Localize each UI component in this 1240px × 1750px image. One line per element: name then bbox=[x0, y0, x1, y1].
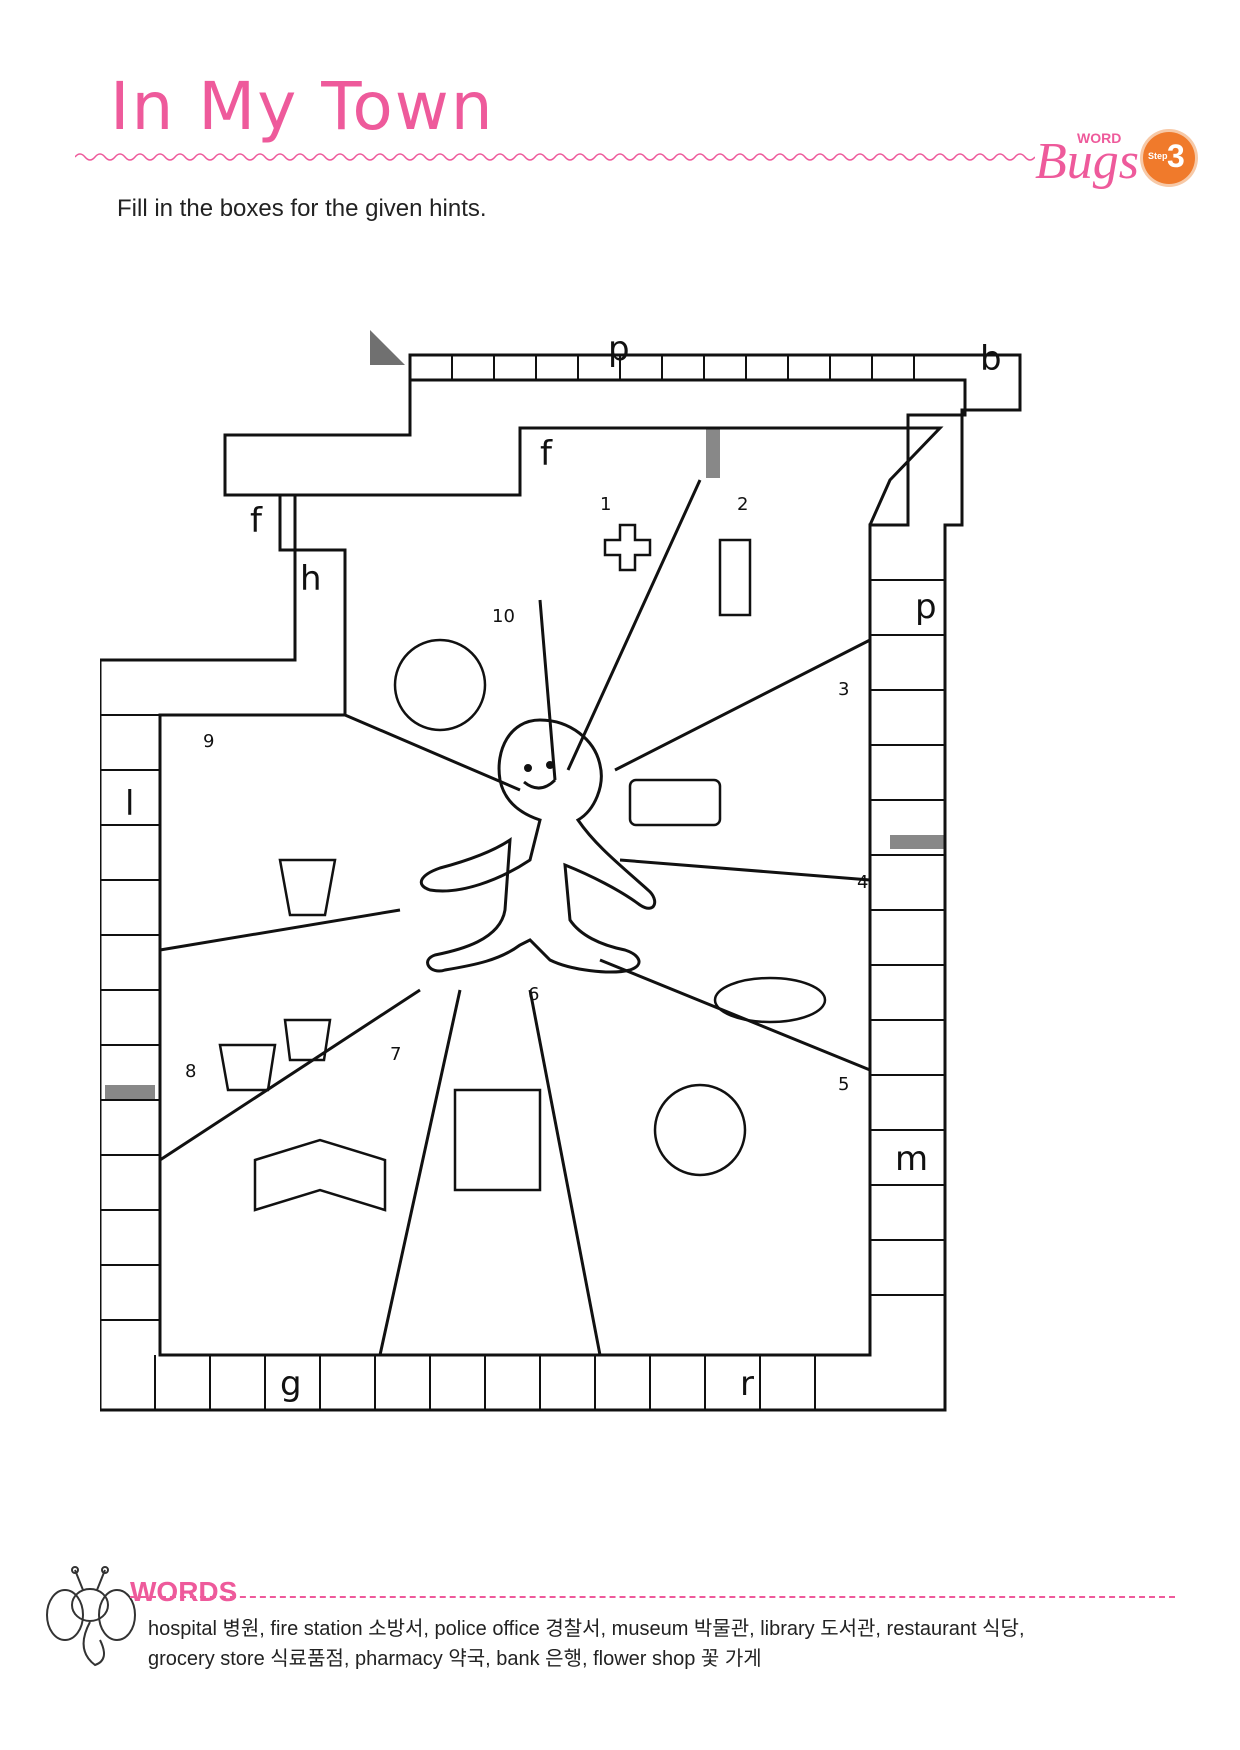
hospital-cross-icon bbox=[603, 523, 652, 572]
blocked-cell bbox=[890, 835, 945, 849]
museum-dinosaur-base-icon bbox=[713, 976, 827, 1024]
clue-number: 5 bbox=[838, 1074, 849, 1095]
flower-shop-pots-icon bbox=[218, 1018, 332, 1092]
instruction-text: Fill in the boxes for the given hints. bbox=[117, 195, 487, 222]
clue-number: 10 bbox=[492, 606, 515, 627]
clue-letter: b bbox=[980, 339, 1002, 379]
clue-number: 7 bbox=[390, 1044, 401, 1065]
sector-lines bbox=[159, 479, 871, 1356]
words-divider bbox=[130, 1596, 1175, 1598]
grocery-bag-icon bbox=[453, 1088, 542, 1192]
blocked-cell bbox=[706, 428, 720, 478]
page-title: In My Town bbox=[110, 68, 495, 145]
road-outer-border bbox=[100, 353, 1022, 1412]
clue-number: 1 bbox=[600, 494, 611, 515]
clue-letter: l bbox=[125, 784, 134, 824]
bank-money-bag-icon bbox=[393, 638, 487, 732]
clue-letter: p bbox=[915, 587, 937, 627]
brand-logo: WORD Bugs Step 3 bbox=[1035, 122, 1215, 212]
clue-letter: p bbox=[608, 329, 630, 369]
library-book-icon bbox=[253, 1138, 387, 1212]
clue-letter: f bbox=[250, 501, 263, 541]
clue-number: 9 bbox=[203, 731, 214, 752]
step-number: 3 bbox=[1167, 138, 1185, 174]
grid-cells-top bbox=[451, 355, 915, 380]
words-list-line-1: hospital 병원, fire station 소방서, police of… bbox=[148, 1618, 1025, 1640]
brand-word: WORD bbox=[1077, 130, 1122, 146]
police-car-icon bbox=[628, 778, 722, 827]
grid-cells-left bbox=[100, 714, 160, 1321]
blocked-cell bbox=[105, 1085, 155, 1099]
brand-name: Bugs bbox=[1035, 133, 1139, 190]
clue-number: 2 bbox=[737, 494, 748, 515]
clue-letter: f bbox=[540, 434, 553, 474]
blocked-cell bbox=[370, 330, 405, 365]
words-list-line-2: grocery store 식료품점, pharmacy 약국, bank 은행… bbox=[148, 1648, 762, 1670]
clue-letter: m bbox=[895, 1139, 928, 1179]
character-outline bbox=[419, 718, 657, 974]
clue-number: 4 bbox=[857, 872, 868, 893]
restaurant-plate-icon bbox=[653, 1083, 747, 1177]
words-heading: WORDS bbox=[130, 1576, 238, 1607]
clue-letter: g bbox=[280, 1364, 302, 1404]
clue-number: 6 bbox=[528, 984, 539, 1005]
clue-number: 8 bbox=[185, 1061, 196, 1082]
grid-cells-bottom bbox=[154, 1355, 816, 1410]
step-badge: Step 3 bbox=[1143, 132, 1195, 184]
fire-hydrant-icon bbox=[718, 538, 752, 617]
clue-letter: h bbox=[300, 559, 322, 599]
step-label: Step bbox=[1148, 151, 1168, 161]
pharmacy-jar-icon bbox=[278, 858, 337, 917]
clue-number: 3 bbox=[838, 679, 849, 700]
crossword-map: p b f f h p l m g r 1 2 3 4 5 6 7 8 9 10 bbox=[100, 329, 1022, 1412]
clue-letter: r bbox=[740, 1364, 754, 1404]
title-wavy-rule bbox=[75, 153, 1035, 161]
bug-mascot-icon bbox=[46, 1566, 136, 1667]
grid-cells-right bbox=[870, 579, 945, 1296]
